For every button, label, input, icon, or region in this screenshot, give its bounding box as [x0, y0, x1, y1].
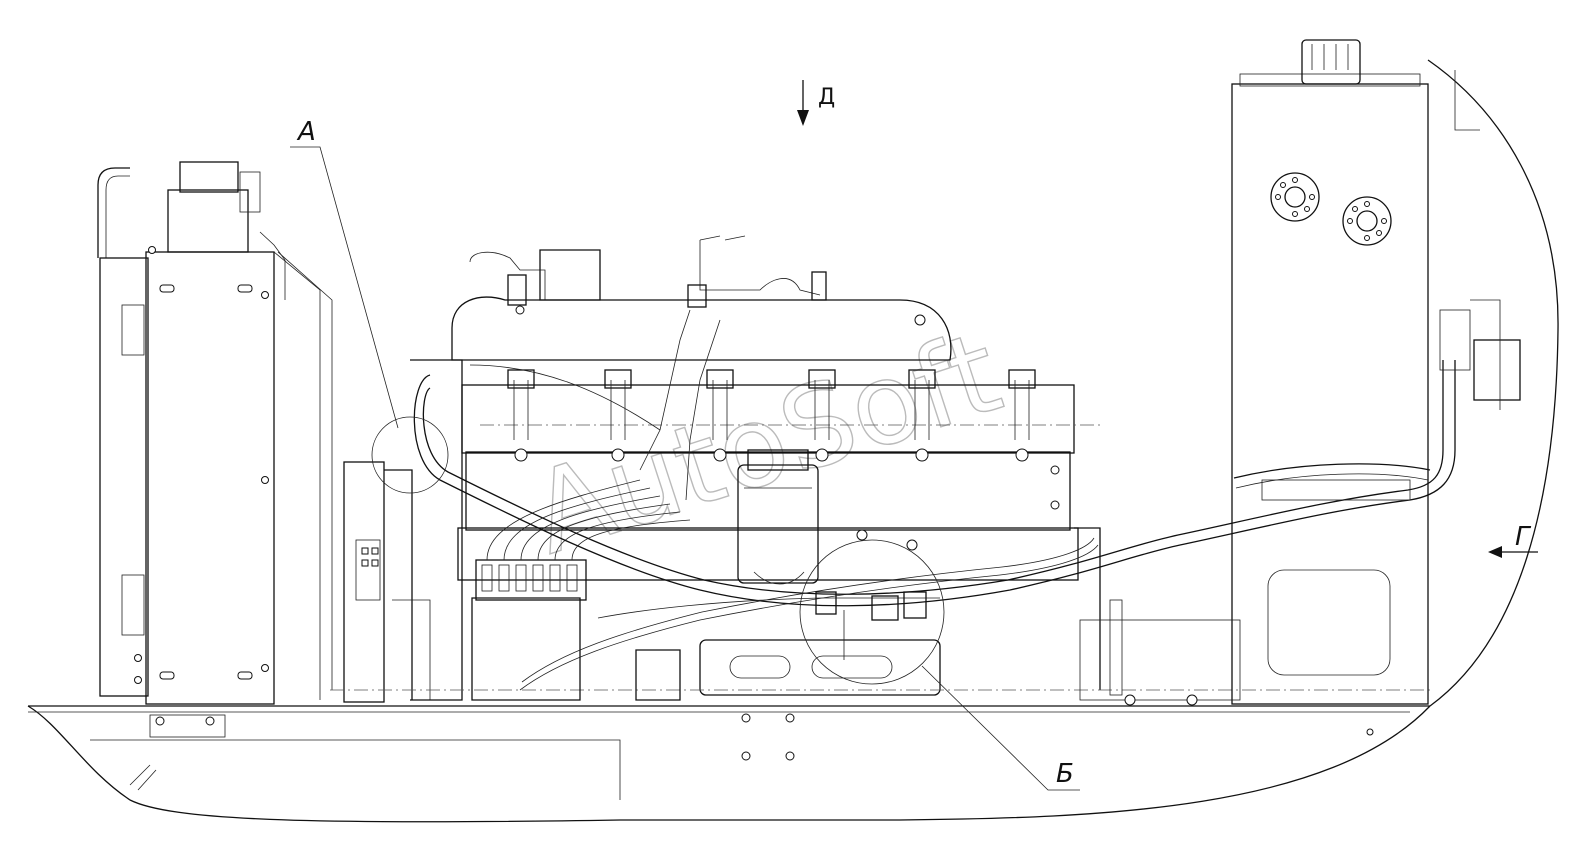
view-arrow-g: Г [1488, 522, 1538, 558]
hydraulic-tank [1079, 39, 1521, 706]
flange-port [1270, 172, 1320, 222]
injector [1008, 369, 1036, 462]
fuel-lines [413, 235, 1456, 691]
flange-port [1342, 196, 1392, 246]
fuel-filter [737, 449, 819, 585]
watermark: AutoSoft [517, 307, 1016, 581]
injector [507, 369, 535, 462]
view-arrow-d-label: Д [818, 85, 835, 110]
watermark-text: AutoSoft [517, 307, 1015, 579]
injector [706, 369, 734, 462]
callout-a-label: А [296, 117, 316, 147]
injector [604, 369, 632, 462]
detail-circle-b [799, 539, 945, 685]
flywheel-housing [343, 461, 431, 703]
injector [808, 369, 836, 462]
view-arrow-g-label: Г [1515, 522, 1532, 552]
chassis-frame [27, 59, 1559, 823]
detail-circle-a [371, 416, 449, 494]
fuel-injection-pump [475, 479, 691, 601]
callout-b: Б [921, 665, 1080, 791]
radiator [97, 161, 333, 738]
view-arrow-d: Д [797, 80, 835, 126]
callout-b-label: Б [1056, 759, 1074, 789]
injector-row [507, 369, 1036, 462]
callout-a: А [290, 117, 399, 429]
engine-block [330, 249, 1430, 701]
injector [908, 369, 936, 462]
